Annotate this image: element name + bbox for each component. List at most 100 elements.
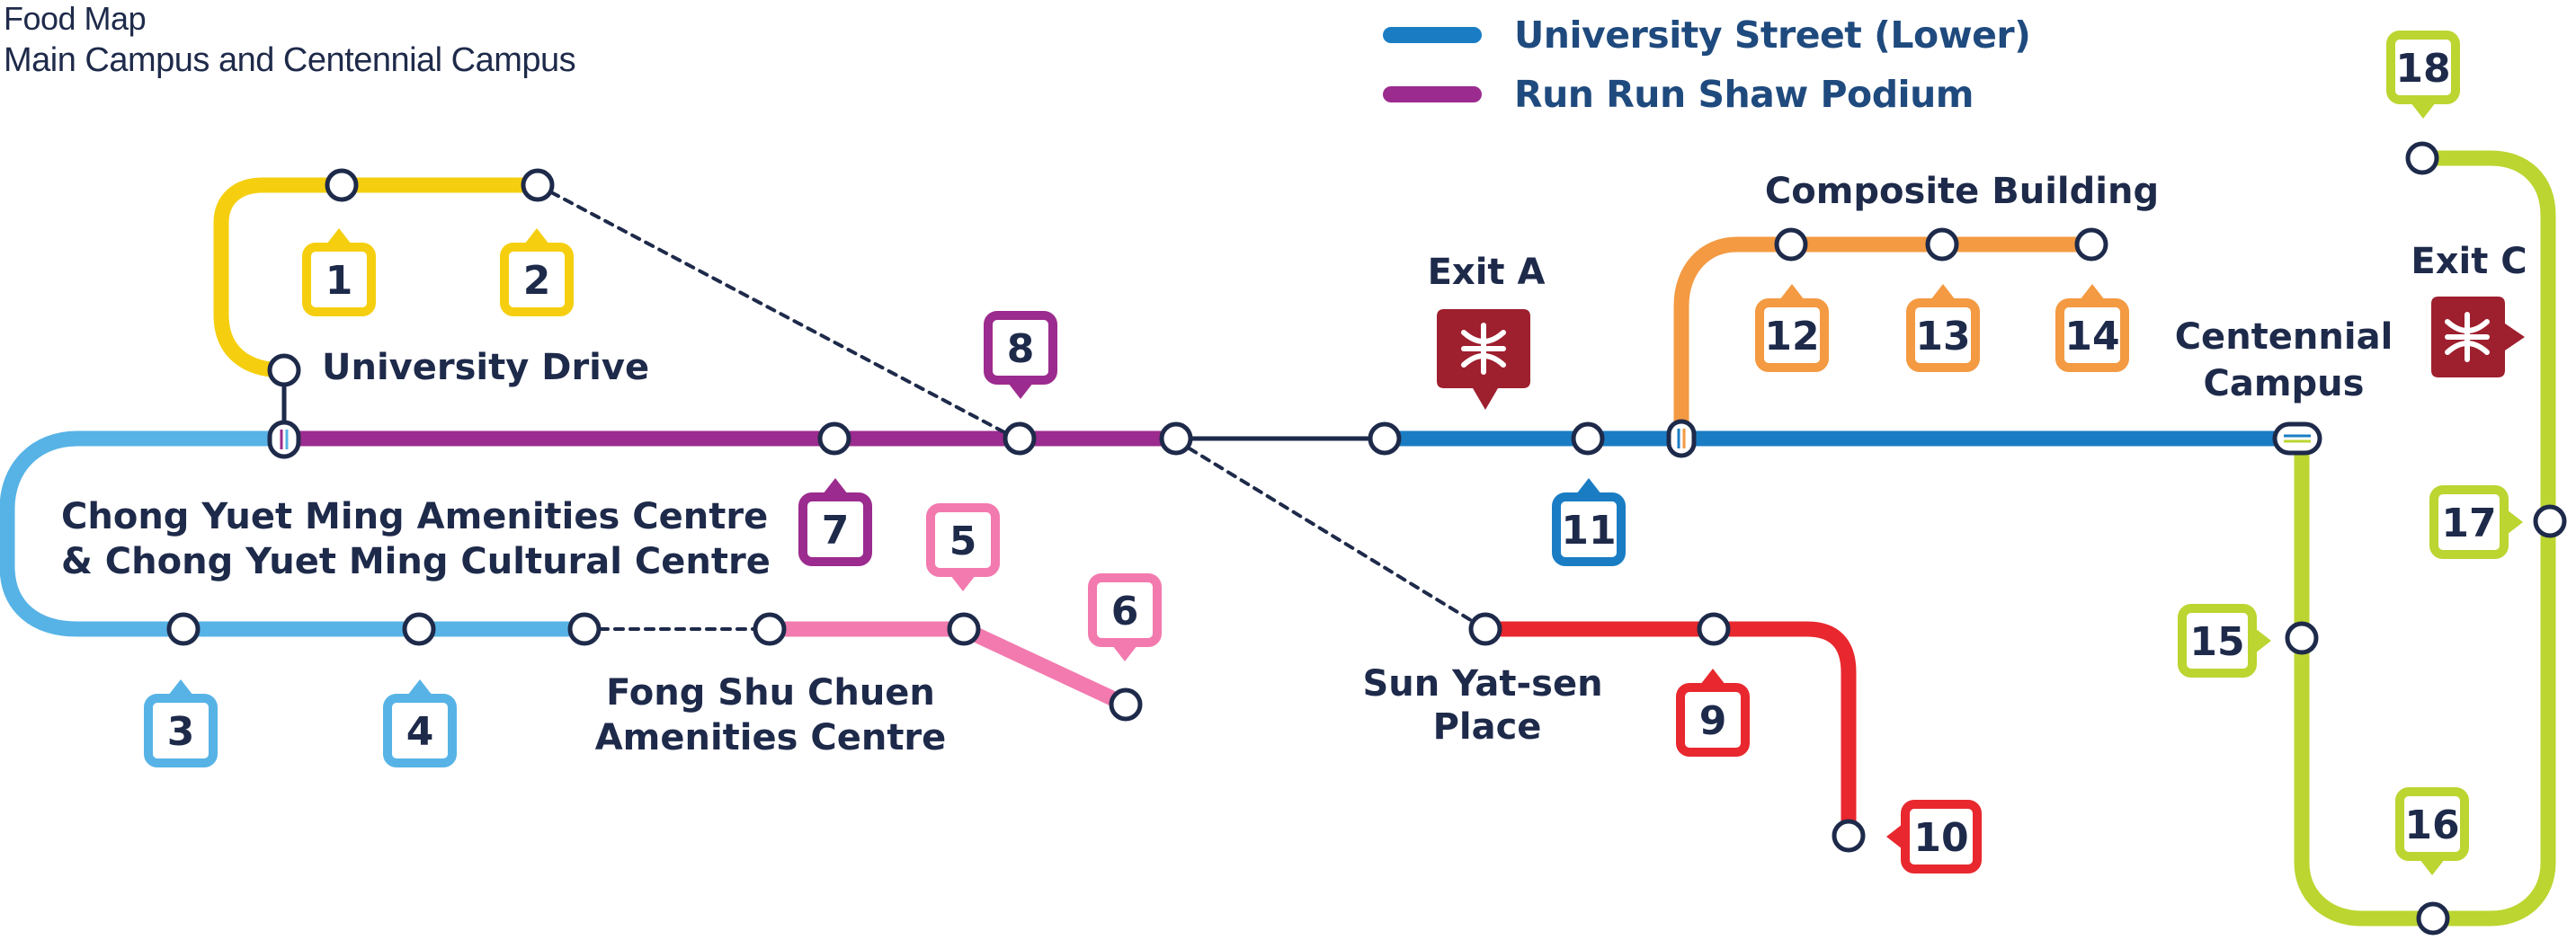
food-marker-5[interactable]: 5 bbox=[926, 503, 1000, 591]
marker-number: 2 bbox=[523, 258, 551, 304]
marker-pointer bbox=[1930, 284, 1956, 300]
station-node[interactable] bbox=[1697, 612, 1731, 646]
walkway-dotted-2 bbox=[1174, 439, 1487, 631]
yellow-route bbox=[213, 177, 546, 378]
food-marker-4[interactable]: 4 bbox=[383, 679, 457, 767]
station-node[interactable] bbox=[1159, 421, 1193, 456]
station-node[interactable] bbox=[2533, 504, 2567, 538]
map-subtitle: Main Campus and Centennial Campus bbox=[4, 41, 576, 79]
station-node[interactable] bbox=[2285, 621, 2319, 655]
food-marker-3[interactable]: 3 bbox=[144, 679, 218, 767]
marker-pointer bbox=[2080, 284, 2105, 300]
marker-pointer bbox=[1576, 478, 1601, 494]
food-marker-11[interactable]: 11 bbox=[1552, 478, 1626, 566]
station-node[interactable] bbox=[402, 612, 436, 646]
food-marker-18[interactable]: 18 bbox=[2386, 31, 2460, 119]
food-marker-17[interactable]: 17 bbox=[2429, 485, 2523, 559]
marker-number: 13 bbox=[1915, 314, 1970, 359]
marker-number: 12 bbox=[1764, 314, 1819, 359]
station-node[interactable] bbox=[567, 612, 602, 646]
station-node[interactable] bbox=[1003, 421, 1037, 456]
station-node[interactable] bbox=[753, 612, 787, 646]
marker-pointer bbox=[2507, 510, 2523, 535]
orange-route bbox=[1673, 236, 2099, 447]
label-exit-c: Exit C bbox=[2411, 241, 2527, 282]
marker-box bbox=[2386, 31, 2460, 104]
station-node[interactable] bbox=[1832, 819, 1866, 853]
marker-box bbox=[1552, 492, 1626, 566]
red-route bbox=[1477, 621, 1857, 844]
label-centennial-line1: Centennial bbox=[2175, 316, 2393, 358]
marker-box bbox=[2178, 604, 2257, 678]
mtr-exit-c-icon[interactable] bbox=[2431, 297, 2525, 377]
station-node[interactable] bbox=[325, 168, 359, 202]
legend-swatch-purple-line bbox=[1383, 86, 1482, 102]
station-node[interactable] bbox=[1468, 612, 1502, 646]
food-marker-6[interactable]: 6 bbox=[1088, 573, 1162, 661]
station-node[interactable] bbox=[1571, 421, 1605, 456]
legend-label: Run Run Shaw Podium bbox=[1514, 73, 1974, 116]
station-node[interactable] bbox=[1109, 687, 1143, 722]
walkway-dotted-1 bbox=[536, 183, 1021, 442]
food-marker-10[interactable]: 10 bbox=[1886, 800, 1982, 873]
mtr-exit-a-icon[interactable] bbox=[1437, 309, 1530, 410]
marker-pointer bbox=[1700, 669, 1725, 685]
marker-number: 6 bbox=[1111, 589, 1139, 634]
lime-route bbox=[2294, 150, 2556, 927]
station-node[interactable] bbox=[2416, 901, 2450, 936]
station-node[interactable] bbox=[1925, 227, 1959, 262]
marker-box bbox=[926, 503, 1000, 577]
food-marker-13[interactable]: 13 bbox=[1906, 284, 1980, 372]
station-node[interactable] bbox=[521, 168, 555, 202]
station-node[interactable] bbox=[2405, 141, 2439, 175]
label-fsc-line2: Amenities Centre bbox=[595, 717, 947, 758]
interchange-composite[interactable] bbox=[1666, 419, 1697, 458]
marker-pointer bbox=[524, 228, 549, 244]
food-marker-1[interactable]: 1 bbox=[302, 228, 376, 316]
marker-number: 4 bbox=[406, 709, 434, 755]
marker-box bbox=[1676, 683, 1750, 757]
food-marker-14[interactable]: 14 bbox=[2055, 284, 2129, 372]
marker-number: 1 bbox=[325, 258, 353, 304]
label-centennial-line2: Campus bbox=[2204, 363, 2365, 404]
light-blue-route bbox=[0, 430, 593, 637]
marker-box bbox=[1906, 298, 1980, 372]
legend-label: University Street (Lower) bbox=[1514, 13, 2031, 57]
marker-number: 5 bbox=[949, 519, 977, 564]
food-marker-12[interactable]: 12 bbox=[1755, 284, 1829, 372]
food-marker-9[interactable]: 9 bbox=[1676, 669, 1750, 757]
food-marker-8[interactable]: 8 bbox=[984, 311, 1057, 399]
marker-box bbox=[1901, 800, 1982, 873]
marker-box bbox=[302, 243, 376, 316]
interchange-centennial[interactable] bbox=[2272, 421, 2322, 456]
marker-pointer bbox=[326, 228, 352, 244]
marker-number: 18 bbox=[2395, 46, 2450, 92]
marker-number: 11 bbox=[1561, 508, 1616, 554]
station-node[interactable] bbox=[817, 421, 851, 456]
map-title: Food Map bbox=[4, 0, 147, 37]
station-node[interactable] bbox=[1368, 421, 1402, 456]
route-lines bbox=[0, 150, 2556, 927]
mtr-logo-icon bbox=[2445, 312, 2490, 362]
food-marker-2[interactable]: 2 bbox=[500, 228, 574, 316]
station-node[interactable] bbox=[1774, 227, 1808, 262]
marker-box bbox=[500, 243, 574, 316]
marker-box bbox=[798, 492, 872, 566]
food-marker-15[interactable]: 15 bbox=[2178, 604, 2271, 678]
marker-pointer bbox=[1886, 824, 1903, 849]
station-node[interactable] bbox=[267, 353, 301, 387]
station-node[interactable] bbox=[2074, 227, 2108, 262]
station-node[interactable] bbox=[947, 612, 981, 646]
food-marker-16[interactable]: 16 bbox=[2395, 787, 2469, 875]
food-marker-7[interactable]: 7 bbox=[798, 478, 872, 566]
mtr-logo-icon bbox=[1461, 323, 1506, 375]
station-node[interactable] bbox=[166, 612, 201, 646]
marker-number: 16 bbox=[2404, 803, 2459, 848]
interchange-chong-yuet-ming[interactable] bbox=[267, 420, 301, 459]
marker-pointer bbox=[2255, 628, 2271, 653]
marker-number: 10 bbox=[1913, 815, 1968, 861]
marker-box bbox=[2429, 485, 2509, 559]
marker-box bbox=[2055, 298, 2129, 372]
legend-item-podium: Run Run Shaw Podium bbox=[1383, 65, 2030, 124]
